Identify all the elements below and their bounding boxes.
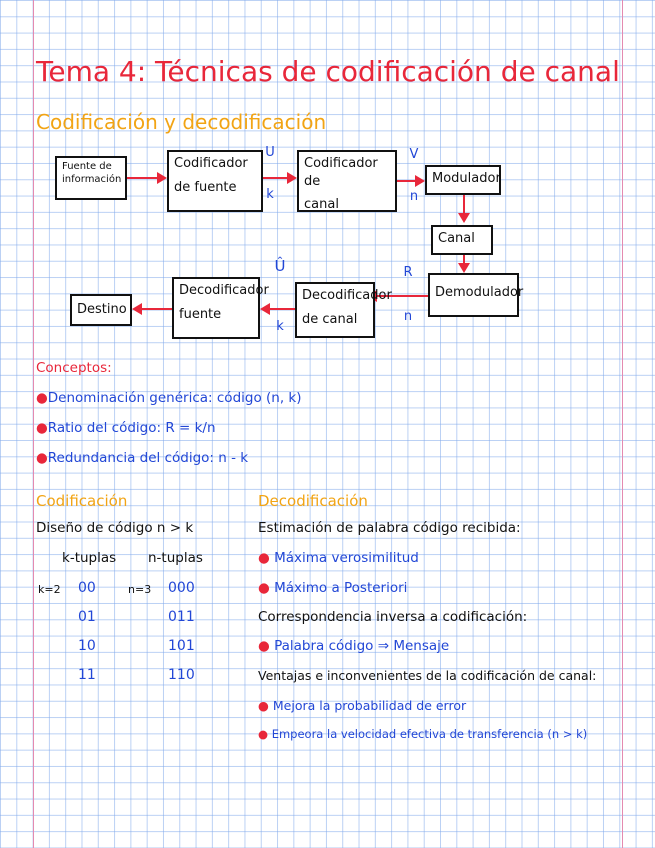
estimation-item: ● Máxima verosimilitud bbox=[258, 550, 419, 566]
concepts-heading: Conceptos: bbox=[36, 360, 112, 376]
decoding-heading: Decodificación bbox=[258, 492, 368, 510]
source-box: Fuente de información bbox=[55, 156, 127, 200]
k-tuple: 10 bbox=[78, 638, 96, 654]
demodulator-box: Demodulador bbox=[428, 273, 523, 317]
k-tuple: 00 bbox=[78, 580, 96, 596]
arrowhead bbox=[260, 303, 270, 315]
k-equals: k=2 bbox=[38, 583, 61, 596]
arrow-demodulator-to-channel-decoder bbox=[375, 295, 428, 297]
channel-box: Canal bbox=[431, 225, 493, 255]
source-coder-box: Codificador de fuente bbox=[167, 150, 263, 212]
n-tuple: 101 bbox=[168, 638, 195, 654]
modulator-box: Modulador bbox=[425, 165, 501, 195]
pros-cons-item: ● Mejora la probabilidad de error bbox=[258, 698, 467, 713]
destination-box: Destino bbox=[70, 294, 132, 326]
pros-cons-item: ● Empeora la velocidad efectiva de trans… bbox=[258, 727, 588, 741]
arrow-source-decoder-to-destination bbox=[140, 308, 172, 310]
inverse-item: ● Palabra código ⇒ Mensaje bbox=[258, 638, 450, 654]
n-tuple: 000 bbox=[168, 580, 195, 596]
arrow-source-to-coder bbox=[127, 177, 159, 179]
channel-coder-box: Codificador de canal bbox=[297, 150, 397, 212]
signal-n-label: n bbox=[409, 189, 419, 204]
page-title: Tema 4: Técnicas de codificación de cana… bbox=[36, 55, 620, 88]
arrow-channel-to-demodulator bbox=[463, 255, 465, 265]
arrowhead bbox=[458, 213, 470, 223]
arrow-channel-decoder-to-source-decoder bbox=[268, 308, 295, 310]
concept-item: ●Redundancia del código: n - k bbox=[36, 450, 249, 466]
estimation-item: ● Máximo a Posteriori bbox=[258, 580, 408, 596]
arrow-channel-coder-to-modulator bbox=[397, 180, 417, 182]
n-tuple: 011 bbox=[168, 609, 195, 625]
arrowhead bbox=[458, 263, 470, 273]
signal-v-label: V bbox=[409, 147, 419, 162]
arrowhead bbox=[157, 172, 167, 184]
pros-cons-text: Ventajas e inconvenientes de la codifica… bbox=[258, 668, 597, 683]
signal-k2-label: k bbox=[276, 319, 284, 334]
signal-k-label: k bbox=[266, 187, 274, 202]
signal-u-label: U bbox=[265, 145, 275, 160]
code-design-text: Diseño de código n > k bbox=[36, 520, 194, 536]
left-margin-line bbox=[33, 0, 34, 848]
n-tuple: 110 bbox=[168, 667, 195, 683]
concept-item: ●Denominación genérica: código (n, k) bbox=[36, 390, 302, 406]
inverse-text: Correspondencia inversa a codificación: bbox=[258, 609, 528, 625]
arrow-coder-to-channel-coder bbox=[263, 177, 289, 179]
k-tuple: 01 bbox=[78, 609, 96, 625]
coding-heading: Codificación bbox=[36, 492, 128, 510]
arrowhead bbox=[415, 175, 425, 187]
arrowhead bbox=[287, 172, 297, 184]
k-tuples-header: k-tuplas bbox=[62, 550, 117, 566]
section-subtitle: Codificación y decodificación bbox=[36, 110, 327, 134]
k-tuple: 11 bbox=[78, 667, 96, 683]
concept-item: ●Ratio del código: R = k/n bbox=[36, 420, 216, 436]
signal-r-label: R bbox=[403, 265, 413, 280]
signal-uhat-label: Û bbox=[274, 257, 286, 275]
arrowhead bbox=[132, 303, 142, 315]
right-margin-line bbox=[622, 0, 623, 848]
n-equals: n=3 bbox=[128, 583, 152, 596]
estimation-text: Estimación de palabra código recibida: bbox=[258, 520, 521, 536]
signal-n2-label: n bbox=[403, 309, 413, 324]
source-decoder-box: Decodificador fuente bbox=[172, 277, 269, 339]
channel-decoder-box: Decodificador de canal bbox=[295, 282, 392, 338]
n-tuples-header: n-tuplas bbox=[148, 550, 203, 566]
arrow-modulator-to-channel bbox=[463, 195, 465, 215]
